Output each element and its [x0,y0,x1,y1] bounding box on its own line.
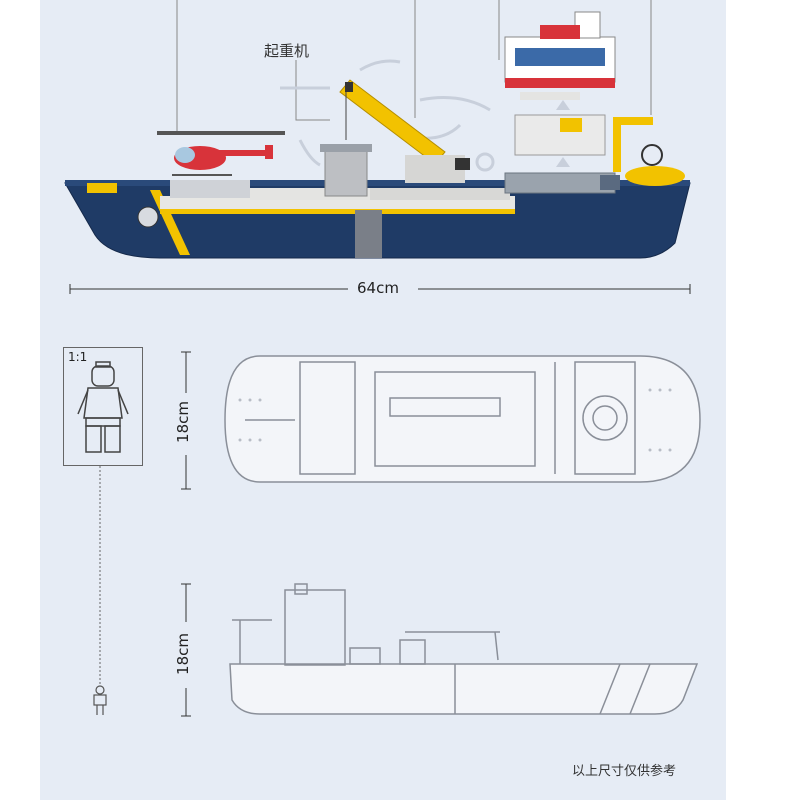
helicopter-model [157,131,285,176]
crane-label: 起重机 [264,42,310,60]
side-view-drawing [229,583,699,715]
callout-lines [176,0,652,135]
scale-reference-box: 1:1 [63,347,143,466]
crane-model [339,79,495,183]
side-view-height-label: 18cm [173,633,192,675]
side-view-height-line [181,583,191,717]
top-view-width-label: 18cm [173,401,192,443]
minifigure-icon [77,361,129,453]
top-view-width-line [181,351,191,490]
stern-equipment [613,117,685,186]
dimensions-disclaimer: 以上尺寸仅供参考 [572,764,677,779]
ship-deck-structures [170,144,620,200]
small-figure-icon [93,685,107,715]
length-dimension-line [69,284,691,294]
top-view-studs [238,388,672,452]
ship-hull [64,180,691,259]
bridge-module [504,11,616,167]
length-label: 64cm [357,279,399,297]
top-view-drawing [224,355,701,483]
scale-label: 1:1 [68,350,88,364]
